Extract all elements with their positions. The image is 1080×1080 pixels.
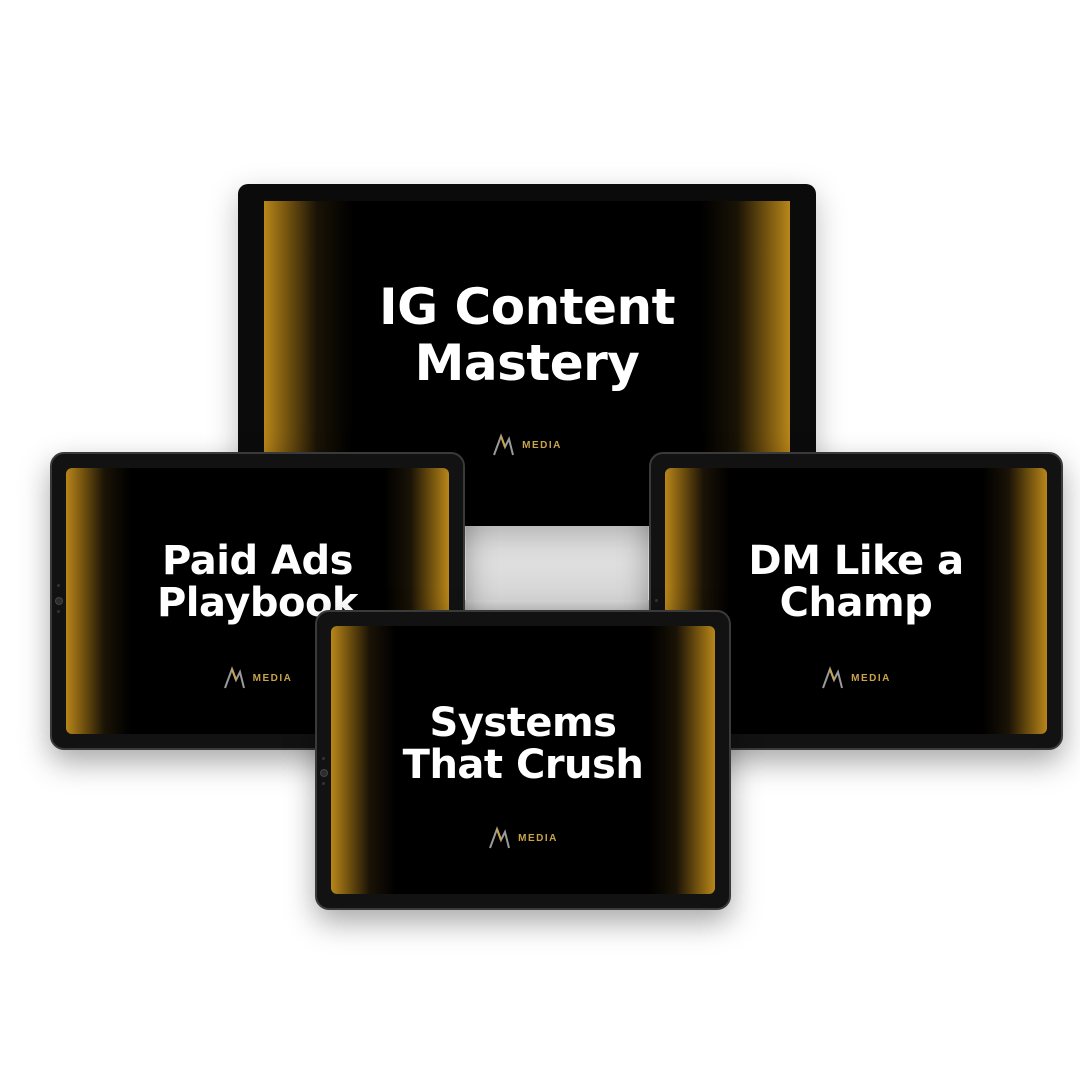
monitor-title-line2: Mastery bbox=[414, 334, 640, 392]
tablet-right-screen: DM Like a Champ MEDIA bbox=[665, 468, 1047, 734]
sensor-dot bbox=[322, 757, 325, 760]
tablet-front-brand: MEDIA bbox=[331, 826, 715, 850]
tablet-left-title: Paid Ads Playbook bbox=[66, 540, 449, 624]
sensor-dot bbox=[57, 610, 60, 613]
monitor-title-line1: IG Content bbox=[378, 278, 676, 336]
sensor-dot bbox=[655, 599, 658, 602]
av-logo-icon bbox=[821, 666, 847, 690]
tablet-right-title: DM Like a Champ bbox=[665, 540, 1047, 624]
tablet-front-title-line2: That Crush bbox=[402, 742, 644, 788]
brand-wordmark: MEDIA bbox=[851, 672, 891, 684]
sensor-dot bbox=[322, 782, 325, 785]
tablet-right-brand: MEDIA bbox=[665, 666, 1047, 690]
brand-wordmark: MEDIA bbox=[522, 439, 562, 451]
av-logo-icon bbox=[223, 666, 249, 690]
monitor-title: IG Content Mastery bbox=[264, 279, 790, 391]
sensor-dot bbox=[57, 584, 60, 587]
brand-wordmark: MEDIA bbox=[518, 832, 558, 844]
tablet-front: Systems That Crush MEDIA bbox=[315, 610, 731, 910]
tablet-right-title-line1: DM Like a bbox=[748, 538, 964, 584]
camera-icon bbox=[55, 597, 63, 605]
tablet-left-title-line1: Paid Ads bbox=[162, 538, 353, 584]
av-logo-icon bbox=[492, 433, 518, 457]
brand-wordmark: MEDIA bbox=[252, 672, 293, 684]
camera-icon bbox=[320, 769, 328, 777]
tablet-left-brand: MEDIA bbox=[66, 666, 449, 690]
tablet-right-title-line2: Champ bbox=[779, 580, 933, 626]
tablet-front-screen: Systems That Crush MEDIA bbox=[331, 626, 715, 894]
av-logo-icon bbox=[488, 826, 514, 850]
tablet-front-title: Systems That Crush bbox=[331, 702, 715, 786]
monitor-stand bbox=[466, 526, 648, 614]
monitor-brand: MEDIA bbox=[264, 433, 790, 457]
tablet-front-title-line1: Systems bbox=[429, 700, 617, 746]
